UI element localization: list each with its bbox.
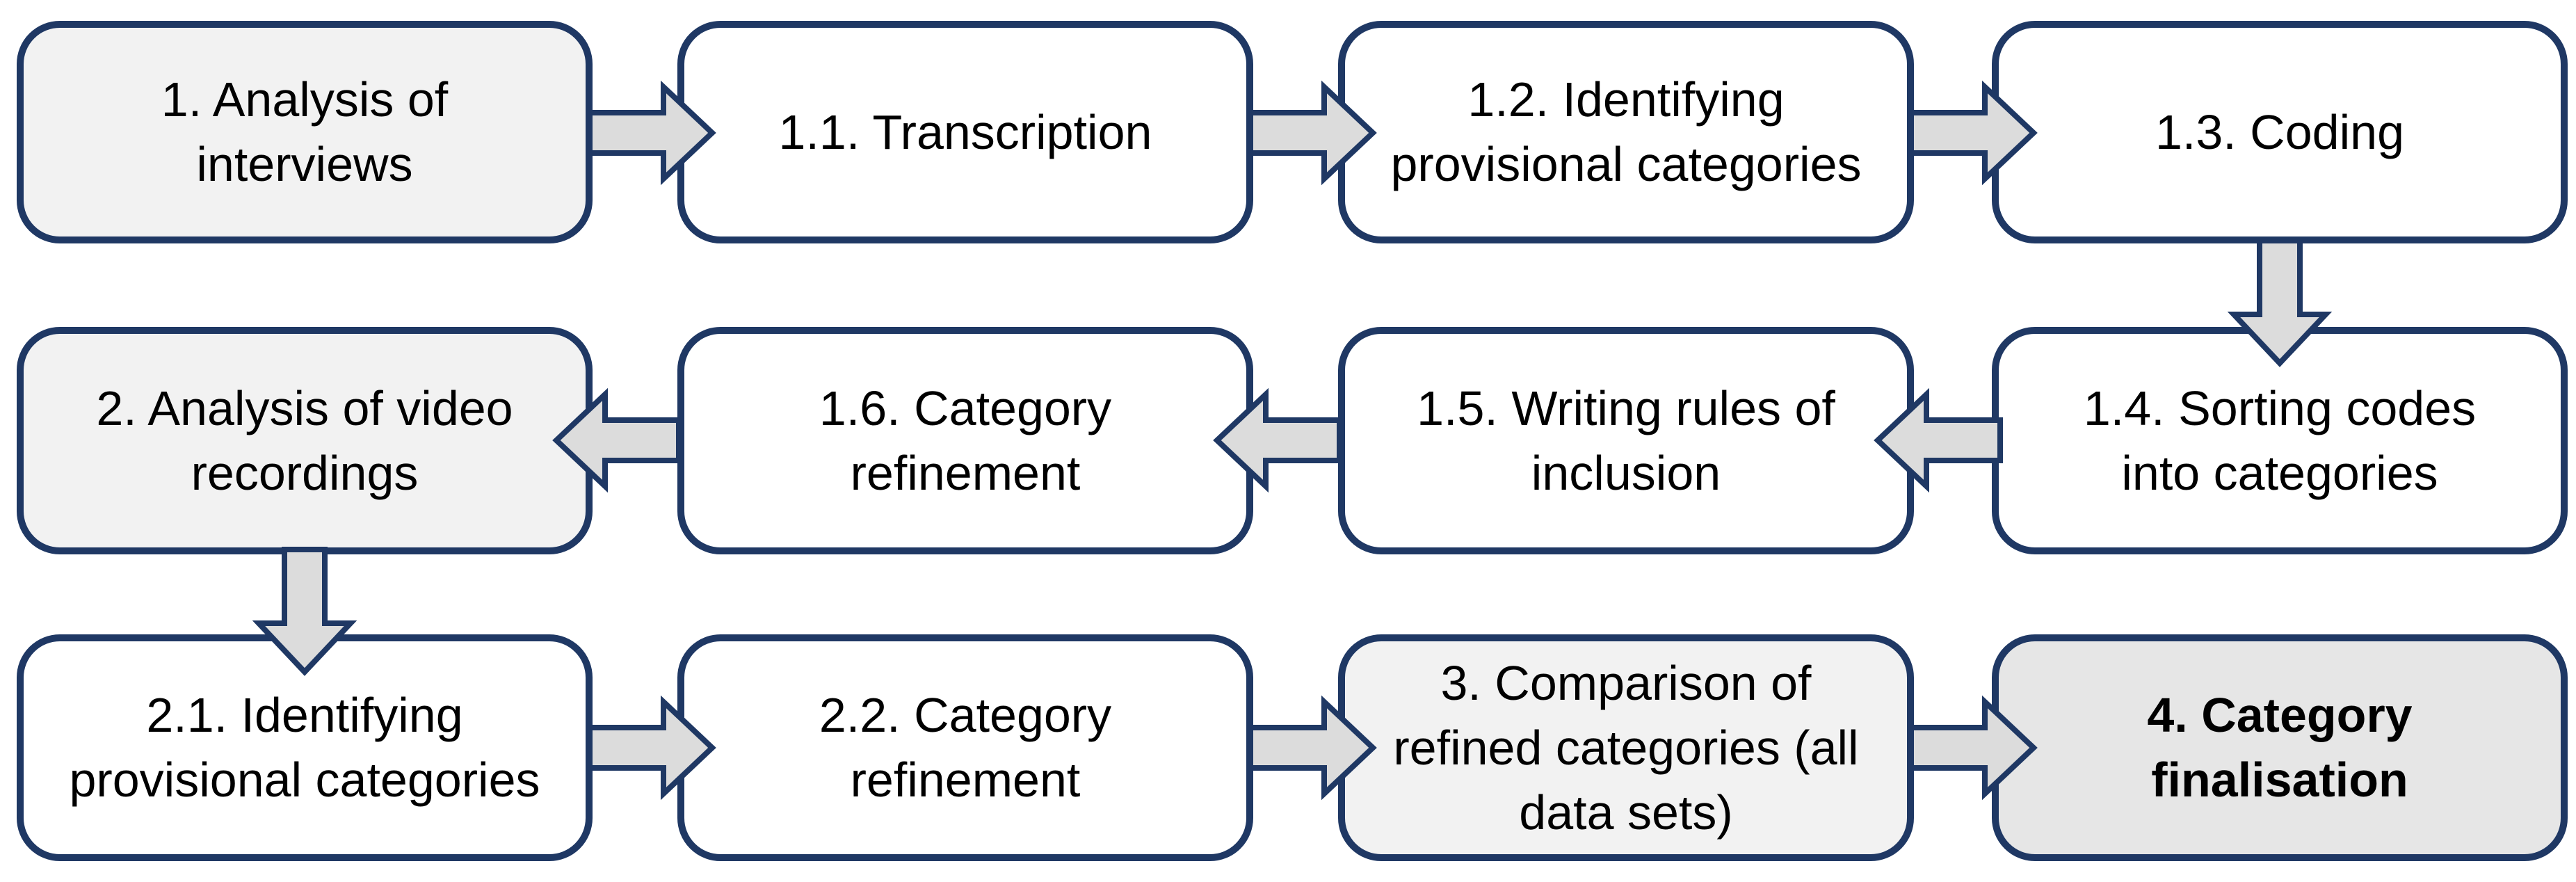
- step-label: 1.2. Identifying provisional categories: [1390, 72, 1862, 191]
- arrow-right-icon-1-2-to-1-3: [1908, 80, 2038, 186]
- step-box-1-3-coding: 1.3. Coding: [1992, 21, 2568, 243]
- step-label: 1.1. Transcription: [778, 104, 1152, 159]
- arrow-down-icon-2-to-2-1: [252, 547, 357, 676]
- step-label: 1. Analysis of interviews: [161, 72, 449, 191]
- step-box-1-6-category-refinement: 1.6. Category refinement: [677, 327, 1253, 554]
- arrow-right-icon-3-to-4: [1908, 695, 2038, 801]
- step-label: 1.5. Writing rules of inclusion: [1417, 380, 1835, 500]
- step-label: 1.4. Sorting codes into categories: [2083, 380, 2477, 500]
- step-box-1-5-writing-rules-of-inclusion: 1.5. Writing rules of inclusion: [1338, 327, 1914, 554]
- arrow-right-icon-1-1-to-1-2: [1248, 80, 1377, 186]
- step-box-2-2-category-refinement: 2.2. Category refinement: [677, 634, 1253, 861]
- arrow-left-icon-1-6-to-2: [552, 387, 682, 493]
- step-box-2-analysis-of-video-recordings: 2. Analysis of video recordings: [17, 327, 593, 554]
- step-label: 3. Comparison of refined categories (all…: [1393, 655, 1859, 840]
- step-label: 2.1. Identifying provisional categories: [69, 688, 540, 807]
- arrow-down-icon-1-3-to-1-4: [2227, 238, 2333, 367]
- step-box-1-2-identifying-provisional-categories: 1.2. Identifying provisional categories: [1338, 21, 1914, 243]
- arrow-right-icon-2-2-to-3: [1248, 695, 1377, 801]
- step-box-1-analysis-of-interviews: 1. Analysis of interviews: [17, 21, 593, 243]
- arrow-right-icon-1-to-1-1: [587, 80, 716, 186]
- step-label: 2.2. Category refinement: [819, 688, 1112, 807]
- step-label: 1.3. Coding: [2155, 104, 2405, 159]
- step-box-3-comparison-of-refined-categories: 3. Comparison of refined categories (all…: [1338, 634, 1914, 861]
- step-box-1-1-transcription: 1.1. Transcription: [677, 21, 1253, 243]
- arrow-right-icon-2-1-to-2-2: [587, 695, 716, 801]
- step-box-4-category-finalisation: 4. Category finalisation: [1992, 634, 2568, 861]
- arrow-left-icon-1-4-to-1-5: [1874, 387, 2003, 493]
- step-label: 4. Category finalisation: [2147, 688, 2413, 807]
- step-label: 1.6. Category refinement: [819, 380, 1112, 500]
- step-label: 2. Analysis of video recordings: [96, 380, 513, 500]
- arrow-left-icon-1-5-to-1-6: [1213, 387, 1342, 493]
